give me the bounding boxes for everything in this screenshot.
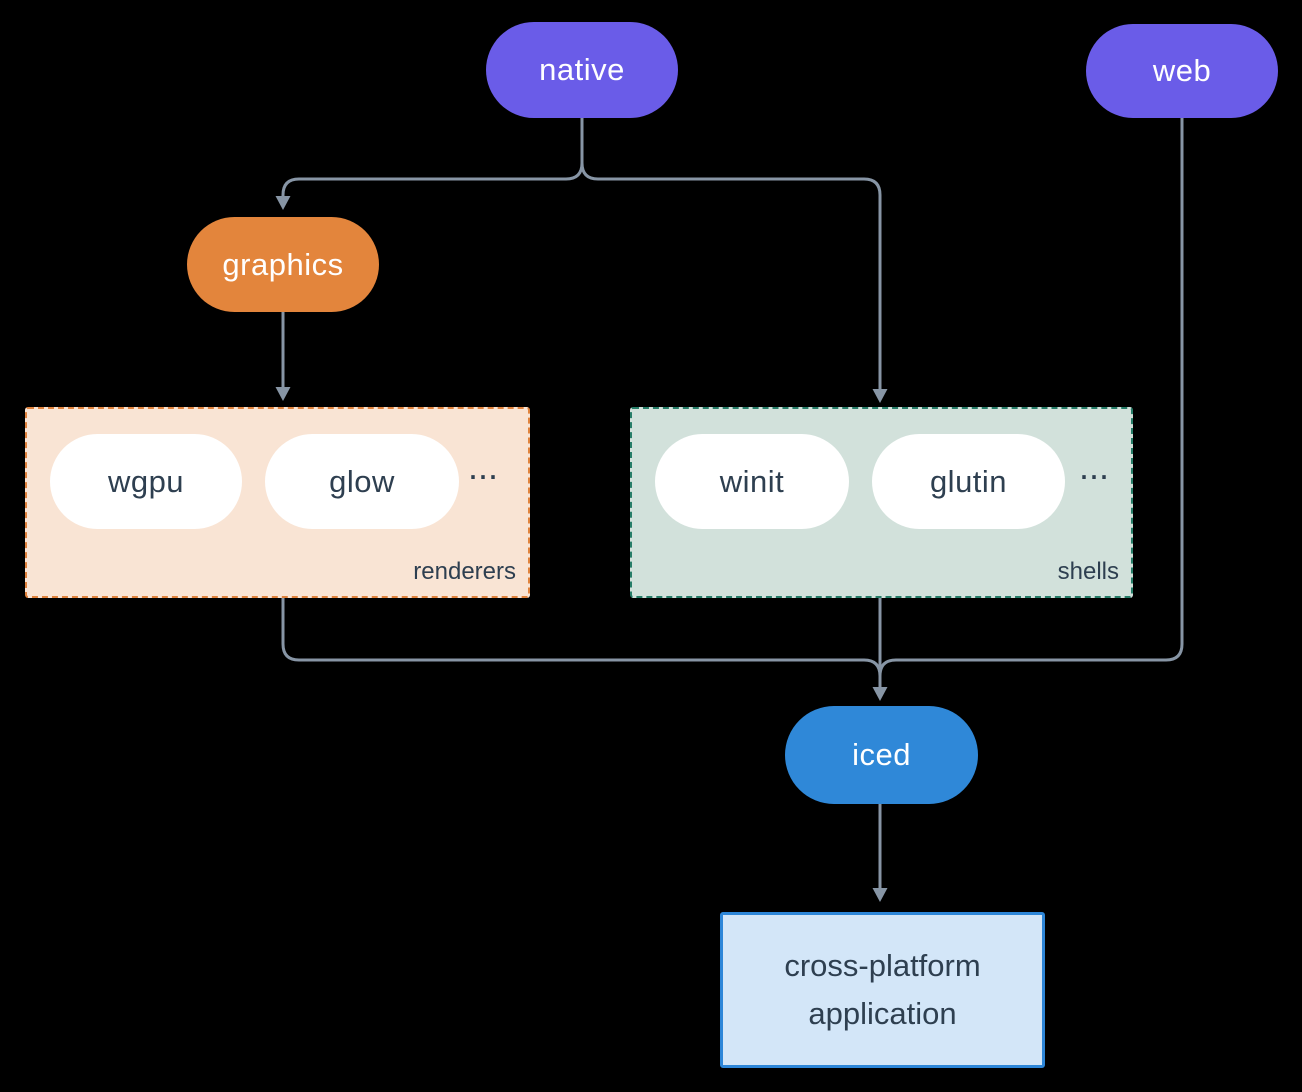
node-native: native	[486, 22, 678, 118]
application-label-line2: application	[808, 996, 957, 1031]
edge-native-graphics	[281, 118, 584, 197]
group-renderers: wgpu glow ... renderers	[25, 407, 530, 598]
node-winit: winit	[655, 434, 849, 529]
node-glutin-label: glutin	[929, 463, 1008, 499]
arrowhead-into-application	[872, 888, 888, 902]
edge-web-iced	[878, 117, 1184, 677]
node-glow-label: glow	[329, 463, 395, 499]
node-iced: iced	[785, 706, 978, 804]
node-glow: glow	[265, 434, 459, 529]
node-wgpu: wgpu	[50, 434, 242, 529]
arrowhead-into-renderers	[275, 387, 291, 401]
arrowhead-into-iced	[872, 687, 888, 701]
node-wgpu-label: wgpu	[107, 463, 185, 499]
shells-ellipsis: ...	[1078, 446, 1109, 487]
node-winit-label: winit	[719, 463, 785, 499]
node-web-label: web	[1152, 53, 1212, 88]
edge-native-shells	[580, 118, 882, 390]
node-graphics: graphics	[187, 217, 379, 312]
group-shells: winit glutin ... shells	[630, 407, 1133, 598]
node-native-label: native	[539, 52, 625, 87]
edge-renderers-iced	[281, 598, 882, 677]
node-web: web	[1086, 24, 1278, 118]
arrowhead-into-shells	[872, 389, 888, 403]
arrowhead-into-graphics	[275, 196, 291, 210]
node-graphics-label: graphics	[222, 246, 344, 282]
application-label-line1: cross-platform	[784, 948, 981, 983]
node-cross-platform-application: cross-platform application	[720, 912, 1045, 1068]
node-glutin: glutin	[872, 434, 1065, 529]
renderers-group-label: renderers	[413, 558, 516, 585]
renderers-ellipsis: ...	[467, 446, 498, 487]
shells-group-label: shells	[1057, 558, 1119, 585]
node-iced-label: iced	[852, 737, 911, 772]
